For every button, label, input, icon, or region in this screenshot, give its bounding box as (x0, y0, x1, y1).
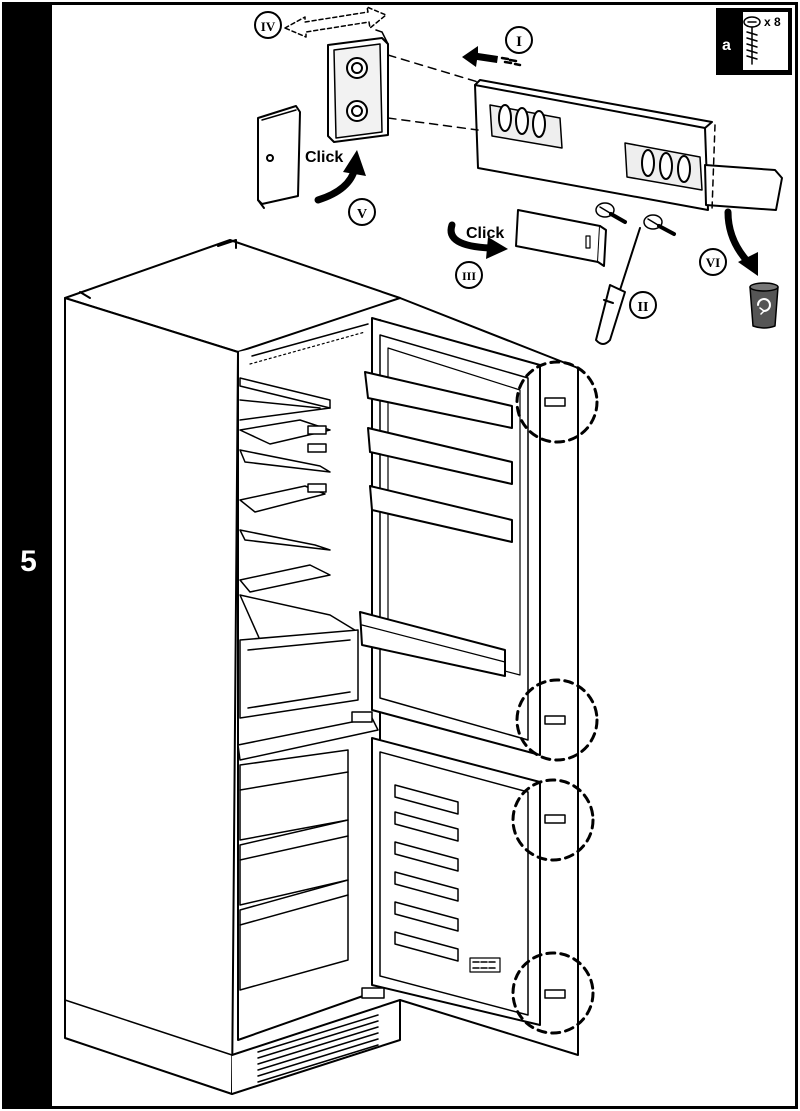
fridge-shelves (239, 377, 359, 719)
step-number: 5 (20, 545, 37, 578)
step-badge-vi: VI (699, 248, 727, 276)
step-badge-iii: III (455, 261, 483, 289)
click-label-top: Click (305, 149, 343, 166)
step-sidebar: 5 (5, 5, 52, 1106)
step-badge-iv: IV (254, 11, 282, 39)
click-label-bottom: Click (466, 225, 504, 242)
hinge-cover-panel (474, 79, 783, 211)
remove-arrow-vi (724, 208, 758, 276)
recycle-bin-icon (749, 282, 779, 329)
screw-icon (743, 16, 761, 65)
rotate-arrow-v (314, 150, 366, 204)
plinth-vent (257, 1014, 379, 1083)
screw-quantity: x 8 (764, 15, 781, 29)
numeral-iv: IV (261, 19, 276, 34)
numeral-v: V (357, 207, 367, 222)
screw-icon (595, 202, 676, 236)
door-hinges (351, 397, 566, 999)
fridge-door (359, 317, 541, 756)
freezer-door (371, 737, 541, 1026)
small-cover (515, 209, 607, 267)
hinge-highlight-circles (511, 360, 599, 1035)
push-arrow-i (462, 46, 522, 67)
screw-quantity-box: a x 8 (716, 8, 792, 75)
screw-letter: a (722, 37, 731, 54)
numeral-i: I (516, 34, 522, 50)
numeral-vi: VI (706, 255, 720, 270)
freezer-drawers (237, 717, 379, 991)
step-badge-v: V (348, 198, 376, 226)
numeral-iii: III (462, 269, 476, 283)
step-badge-i: I (505, 26, 533, 54)
numeral-ii: II (638, 300, 649, 315)
step-badge-ii: II (629, 291, 657, 319)
rotate-arrow-iii (447, 221, 508, 259)
slide-arrow-iv (284, 6, 387, 38)
hinge-cap (257, 105, 301, 209)
hinge-block (327, 29, 389, 143)
screwdriver-icon (595, 227, 641, 345)
